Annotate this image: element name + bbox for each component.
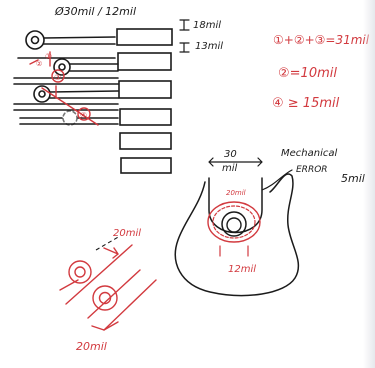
marker-3: ③ [54,73,61,82]
via-3-hole [38,90,46,98]
pad-3 [118,80,172,99]
via-pair-shadow [95,235,121,251]
annulus-label: 12mil [228,264,256,275]
via-pair-a-outer [68,260,92,284]
trace-1 [43,36,116,45]
via-pair-spacing-bottom: 20mil [76,340,107,353]
via-1-hole [30,35,40,45]
error-pointer [261,169,293,191]
clearance-circle-3 [51,69,65,83]
spacing-arrow-bottom [91,321,119,331]
diag-trace-2 [87,269,141,319]
pad-5 [119,132,172,150]
marker-4: ④ [80,111,87,120]
via-1 [25,30,45,50]
pad-6 [120,157,172,174]
via-2 [53,58,71,76]
pad-width-label-top: 30 [224,149,237,160]
pad-4 [119,108,172,126]
pad-detail [174,157,300,297]
spacing-arrow-top [103,247,119,259]
dim-12mil-arrows [219,245,249,257]
clearance-markings [29,51,99,126]
pad-hole [226,217,242,233]
trace-4 [13,77,119,85]
diag-ref-line [95,235,121,251]
via-trace-sketch [13,19,190,174]
marker-2: ② [36,60,42,68]
via-size-label: Ø30mil / 12mil [54,5,136,18]
mechanical-note-2: ERROR [296,165,328,175]
clearance-circle-4 [77,107,91,121]
board-edge [363,0,375,368]
via-pair-spacing-top: 20mil [113,228,141,239]
via-pair [59,244,157,331]
pad-slot [208,177,263,234]
trace-5 [49,90,119,99]
rule-4: ④ ≥ 15mil [272,96,340,111]
trace-7 [19,117,119,125]
spacing-label-13mil: 13mil [195,41,223,52]
via-2-hole [58,63,66,71]
marker-1: ① [45,52,52,61]
dim-18mil [179,19,190,31]
via-pair-a-inner [74,266,86,278]
diag-trace-4 [59,279,79,291]
pad-inner-label: 20mil [226,189,246,197]
via-pair-b-outer [92,285,118,311]
clearance-arrow-left [29,59,39,65]
board-outline [174,173,300,297]
diag-trace-1 [65,244,133,305]
pad-ring-outer [207,201,261,243]
mechanical-note-value: 5mil [341,172,365,185]
pad-ring-dashed [212,205,256,239]
pad-1 [116,28,173,46]
dim-13mil [179,42,190,53]
dim-30mil-arrows [208,157,263,167]
pad-ring-inner [221,211,247,237]
pad-2 [117,52,172,71]
trace-3 [69,63,119,72]
rule-2: ②=10mil [278,66,337,81]
diag-trace-3 [103,279,157,331]
rule-equation: ①+②+③=31mil [273,33,370,47]
via-4-dashed [62,110,78,126]
spacing-label-18mil: 18mil [193,20,221,31]
pad-width-label-bottom: mil [222,163,238,174]
mechanical-note-1: Mechanical [281,148,337,159]
trace-6 [13,103,119,111]
clearance-diagonal [41,87,99,126]
